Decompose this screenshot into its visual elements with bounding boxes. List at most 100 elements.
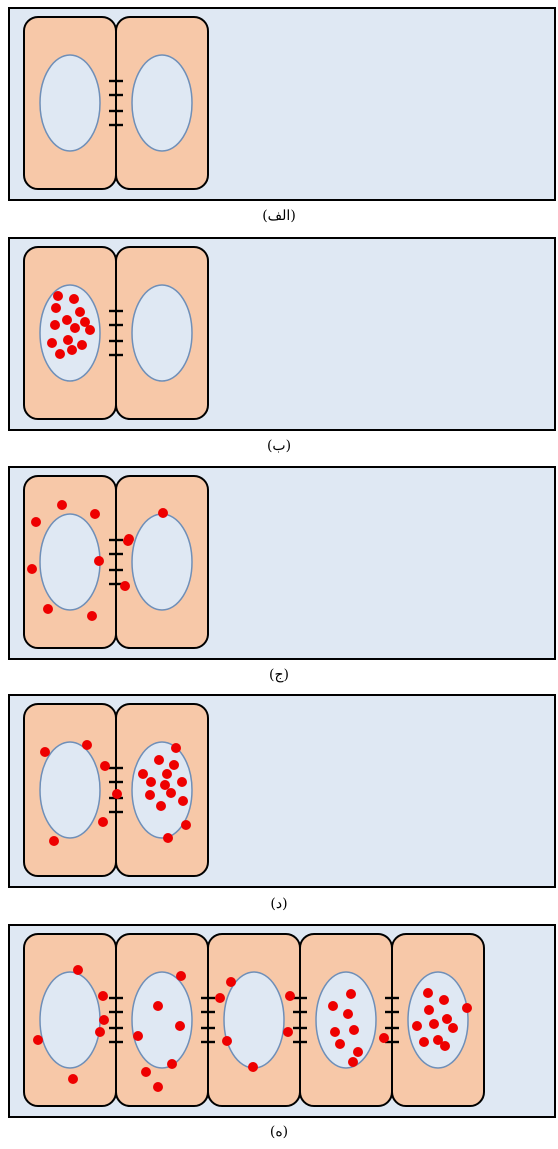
particle-in-cytoplasm xyxy=(98,817,108,827)
particle-in-nucleus xyxy=(62,315,72,325)
particle-in-nucleus xyxy=(160,780,170,790)
particle-in-nucleus xyxy=(429,1019,439,1029)
particle-in-cytoplasm xyxy=(283,1027,293,1037)
particle-in-cytoplasm xyxy=(285,991,295,1001)
particle-in-nucleus xyxy=(145,790,155,800)
particle-in-nucleus xyxy=(63,335,73,345)
particle-in-cytoplasm xyxy=(158,508,168,518)
particle-in-nucleus xyxy=(156,801,166,811)
particle-in-nucleus xyxy=(439,995,449,1005)
particle-in-cytoplasm xyxy=(99,1015,109,1025)
cell xyxy=(116,247,208,419)
panel-alef xyxy=(8,7,556,201)
particle-in-cytoplasm xyxy=(98,991,108,1001)
particle-in-cytoplasm xyxy=(215,993,225,1003)
particle-in-nucleus xyxy=(171,743,181,753)
cell xyxy=(208,934,300,1106)
cell-nucleus xyxy=(132,514,192,610)
panel-jim xyxy=(8,466,556,660)
particle-in-nucleus xyxy=(330,1027,340,1037)
cell-nucleus xyxy=(132,285,192,381)
particle-in-cytoplasm xyxy=(27,564,37,574)
particle-in-nucleus xyxy=(343,1009,353,1019)
particle-in-nucleus xyxy=(178,796,188,806)
particle-in-nucleus xyxy=(448,1023,458,1033)
particle-in-nucleus xyxy=(162,769,172,779)
particle-in-cytoplasm xyxy=(33,1035,43,1045)
particle-in-nucleus xyxy=(348,1057,358,1067)
cell-nucleus xyxy=(408,972,468,1068)
particle-in-nucleus xyxy=(328,1001,338,1011)
particle-in-nucleus xyxy=(69,294,79,304)
particle-in-nucleus xyxy=(51,303,61,313)
particle-in-cytoplasm xyxy=(73,965,83,975)
particle-in-nucleus xyxy=(349,1025,359,1035)
cell xyxy=(116,476,208,648)
particle-in-nucleus xyxy=(423,988,433,998)
cell xyxy=(116,934,208,1106)
particle-in-nucleus xyxy=(353,1047,363,1057)
cell-nucleus xyxy=(40,55,100,151)
cell xyxy=(392,934,484,1106)
particle-in-nucleus xyxy=(133,1031,143,1041)
particle-in-nucleus xyxy=(440,1041,450,1051)
particle-in-nucleus xyxy=(138,769,148,779)
particle-in-cytoplasm xyxy=(31,517,41,527)
cell xyxy=(116,17,208,189)
particle-in-cytoplasm xyxy=(124,534,134,544)
particle-in-nucleus xyxy=(169,760,179,770)
caption-jim: (ج) xyxy=(0,667,558,683)
particle-in-cytoplasm xyxy=(82,740,92,750)
panel-he xyxy=(8,924,556,1118)
particle-in-cytoplasm xyxy=(57,500,67,510)
particle-in-nucleus xyxy=(154,755,164,765)
particle-in-cytoplasm xyxy=(226,977,236,987)
cell-nucleus xyxy=(40,514,100,610)
cell-nucleus xyxy=(316,972,376,1068)
particle-in-cytoplasm xyxy=(43,604,53,614)
particle-in-cytoplasm xyxy=(100,761,110,771)
particle-in-nucleus xyxy=(335,1039,345,1049)
particle-in-cytoplasm xyxy=(163,833,173,843)
cell xyxy=(24,17,116,189)
particle-in-nucleus xyxy=(153,1082,163,1092)
particle-in-cytoplasm xyxy=(40,747,50,757)
particle-in-nucleus xyxy=(424,1005,434,1015)
particle-in-nucleus xyxy=(167,1059,177,1069)
particle-in-nucleus xyxy=(55,349,65,359)
caption-he: (ه) xyxy=(0,1124,558,1140)
particle-in-cytoplasm xyxy=(68,1074,78,1084)
panel-jim-diagram xyxy=(8,466,556,660)
caption-be: (ب) xyxy=(0,438,558,454)
particle-in-nucleus xyxy=(85,325,95,335)
cell-nucleus xyxy=(40,742,100,838)
particle-in-cytoplasm xyxy=(94,556,104,566)
particle-in-cytoplasm xyxy=(222,1036,232,1046)
particle-in-cytoplasm xyxy=(248,1062,258,1072)
particle-in-nucleus xyxy=(346,989,356,999)
particle-in-nucleus xyxy=(153,1001,163,1011)
particle-in-nucleus xyxy=(47,338,57,348)
particle-in-nucleus xyxy=(67,345,77,355)
particle-in-cytoplasm xyxy=(120,581,130,591)
panel-be-diagram xyxy=(8,237,556,431)
particle-in-nucleus xyxy=(70,323,80,333)
particle-in-cytoplasm xyxy=(176,971,186,981)
particle-in-nucleus xyxy=(175,1021,185,1031)
particle-in-cytoplasm xyxy=(181,820,191,830)
particle-in-cytoplasm xyxy=(49,836,59,846)
particle-in-nucleus xyxy=(146,777,156,787)
particle-in-cytoplasm xyxy=(462,1003,472,1013)
particle-in-nucleus xyxy=(442,1014,452,1024)
particle-in-nucleus xyxy=(75,307,85,317)
cell-nucleus xyxy=(40,972,100,1068)
particle-in-nucleus xyxy=(50,320,60,330)
cell xyxy=(116,704,208,876)
particle-in-nucleus xyxy=(419,1037,429,1047)
particle-in-cytoplasm xyxy=(90,509,100,519)
particle-in-nucleus xyxy=(53,291,63,301)
caption-alef: (الف) xyxy=(0,208,558,224)
panel-alef-diagram xyxy=(8,7,556,201)
panel-dal xyxy=(8,694,556,888)
particle-in-nucleus xyxy=(141,1067,151,1077)
